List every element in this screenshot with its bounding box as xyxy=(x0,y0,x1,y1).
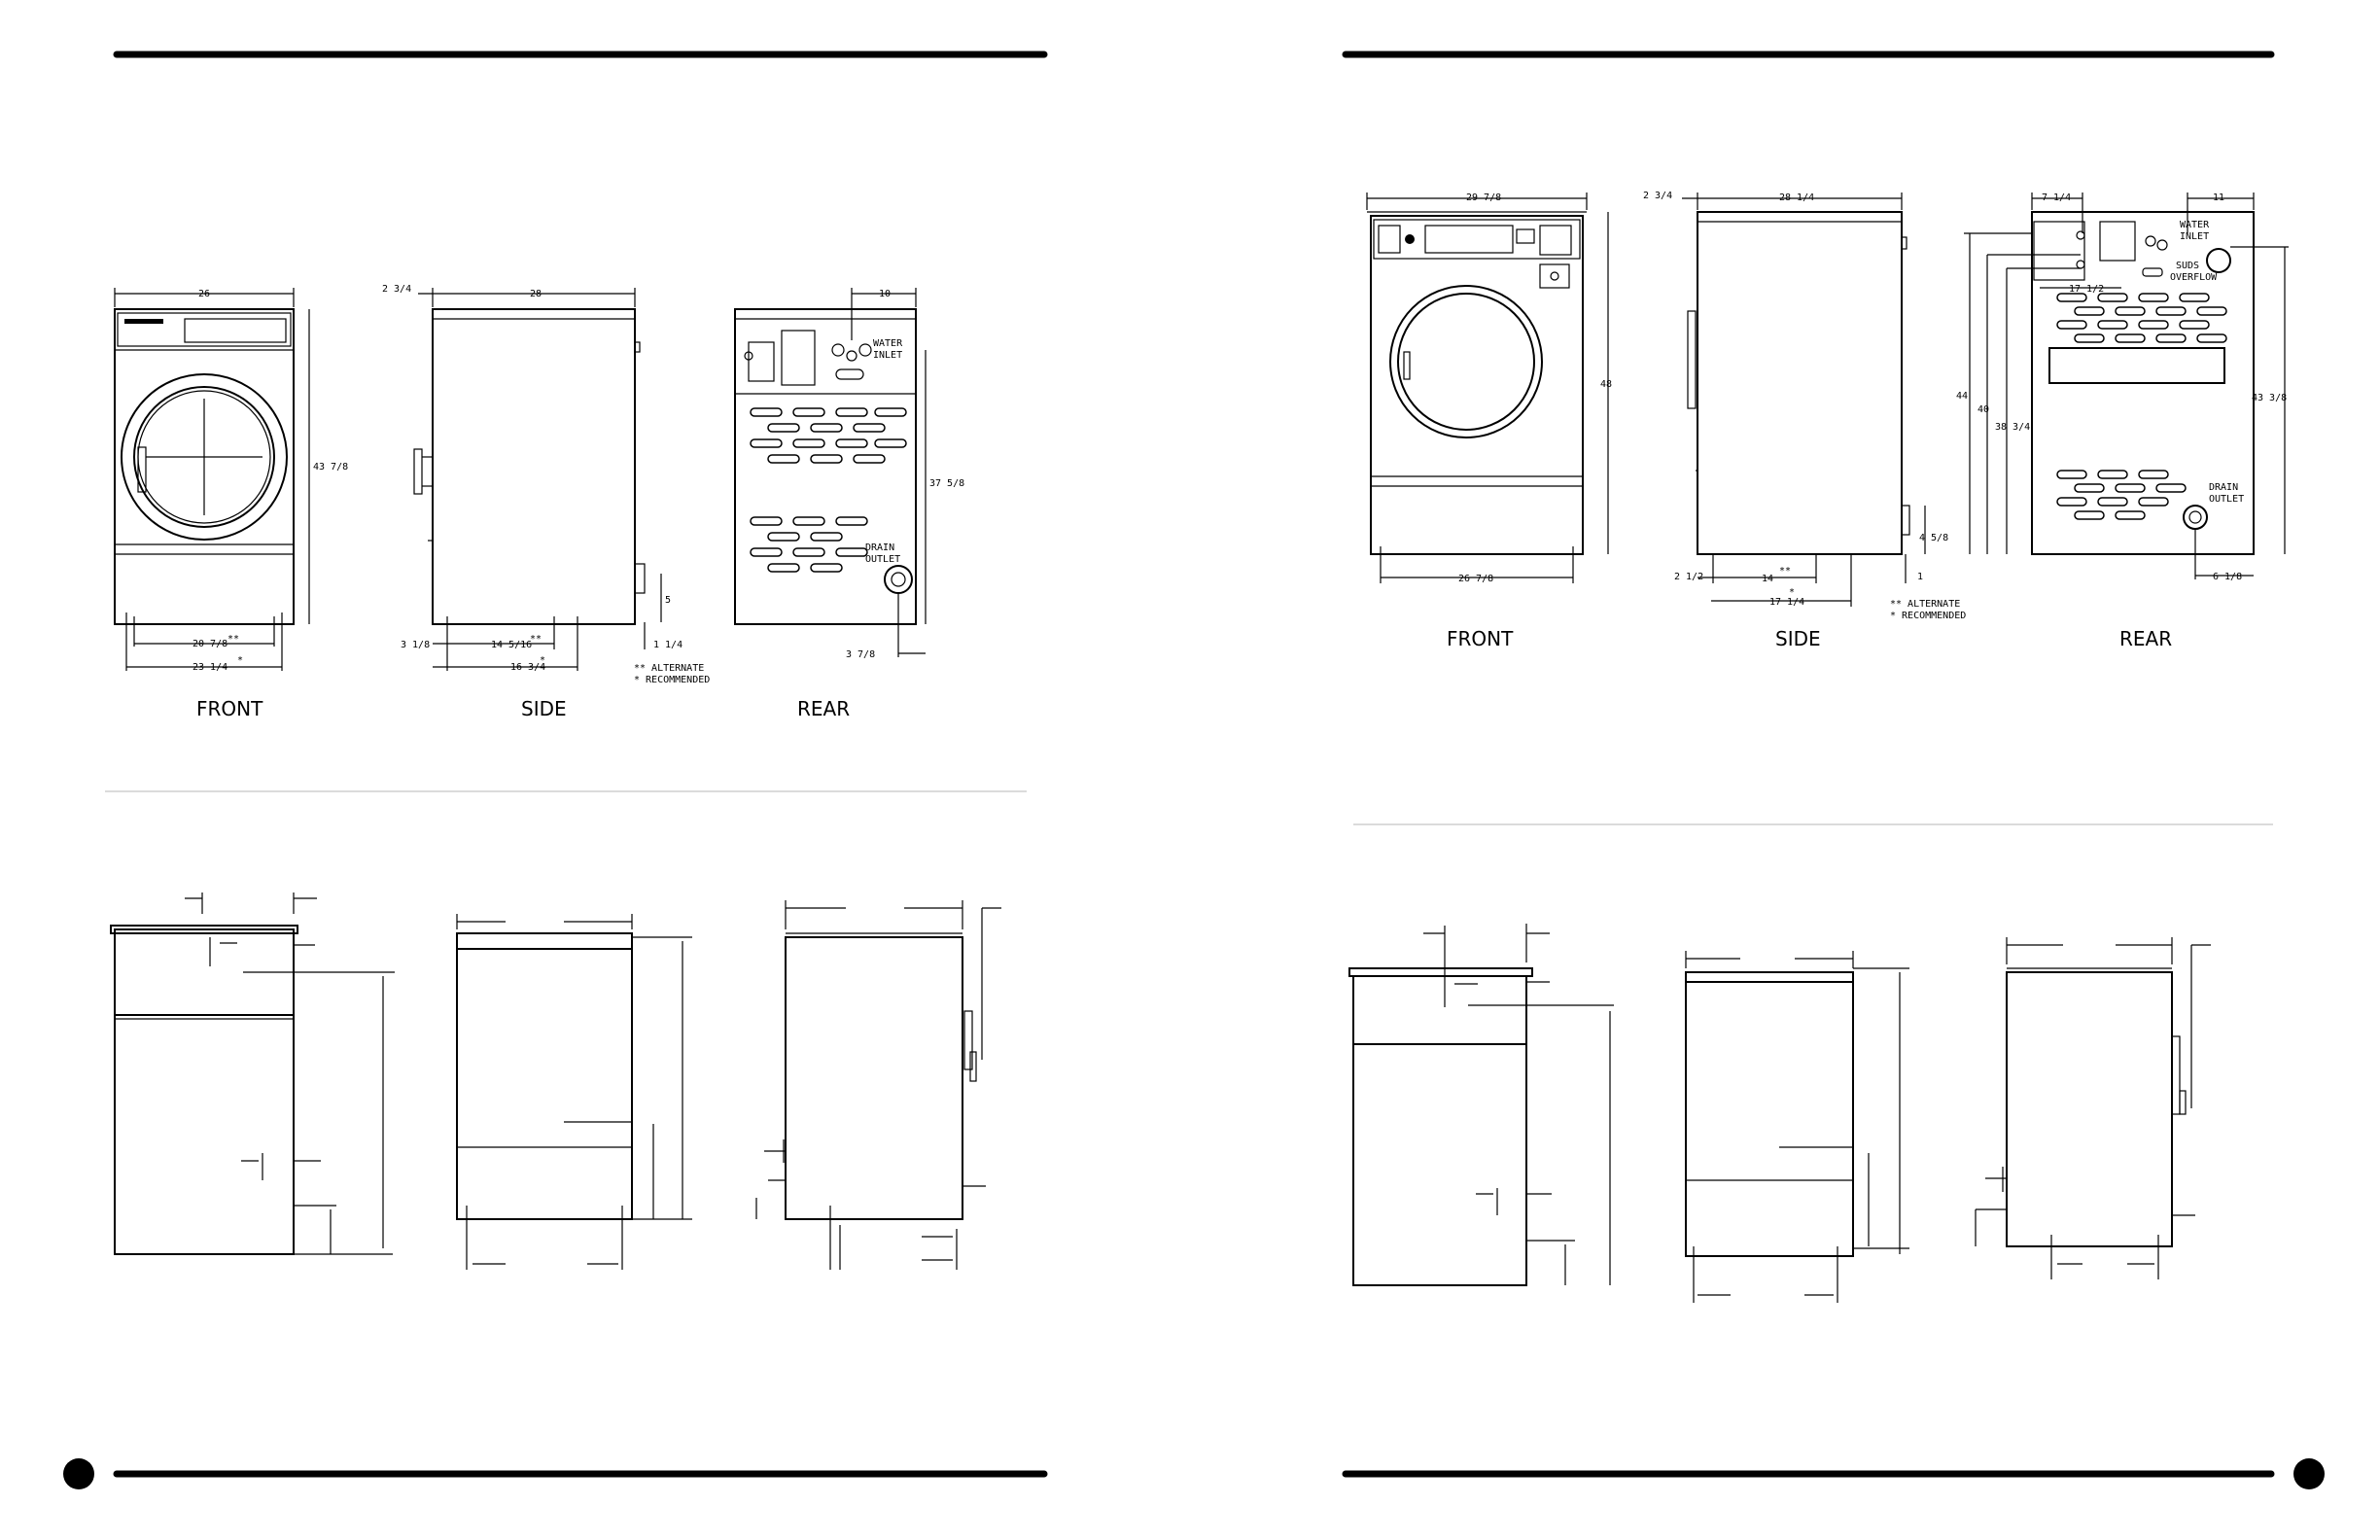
rear-dim-drain-offset: 3 7/8 xyxy=(846,649,875,660)
r-front-dim-base: 26 7/8 xyxy=(1458,574,1493,584)
legend-rec: * RECOMMENDED xyxy=(634,675,710,685)
right-side-view: 2 3/4 28 1/4 4 5/8 2 1/2 14 ** 17 1/4 * … xyxy=(1643,191,1966,621)
r-label-side: SIDE xyxy=(1775,627,1821,650)
r-legend-rec: * RECOMMENDED xyxy=(1890,611,1966,621)
svg-text:5: 5 xyxy=(665,595,671,606)
left-rear-vents-lower xyxy=(750,516,868,573)
label-rear: REAR xyxy=(797,697,850,720)
svg-text:OUTLET: OUTLET xyxy=(2209,494,2244,505)
right-rear-view: 7 1/4 11 WATER INLET SUDS OVERFLOW 17 1/… xyxy=(1956,192,2289,582)
svg-text:4 5/8: 4 5/8 xyxy=(1919,533,1948,543)
left-front-view: 26 43 7/8 20 7/8 ** 23 1/4 * xyxy=(114,288,348,673)
side-dim-alt: 14 5/16 xyxy=(491,640,532,650)
right-lower-stacked-front xyxy=(1348,924,1614,1286)
svg-text:INLET: INLET xyxy=(873,350,902,361)
svg-text:*: * xyxy=(540,655,545,666)
label-side: SIDE xyxy=(521,697,567,720)
svg-text:*: * xyxy=(237,655,243,666)
legend-alt: ** ALTERNATE xyxy=(634,663,704,674)
r-label-rear: REAR xyxy=(2119,627,2172,650)
r-front-dim-height: 48 xyxy=(1600,379,1612,390)
r-front-dim-width: 29 7/8 xyxy=(1466,192,1501,203)
r-rear-dim-43: 43 3/8 xyxy=(2252,393,2287,403)
svg-text:DRAIN: DRAIN xyxy=(865,542,894,553)
svg-text:WATER: WATER xyxy=(2180,220,2210,230)
r-side-dim-depth: 28 1/4 xyxy=(1779,192,1814,203)
r-rear-dim-right: 11 xyxy=(2213,192,2224,203)
r-side-dim-rec: 17 1/4 xyxy=(1769,597,1804,608)
r-side-dim-back: 1 xyxy=(1917,572,1923,582)
svg-text:**: ** xyxy=(228,634,239,645)
right-lower-stacked-rear xyxy=(1975,937,2211,1279)
r-rear-dim-left: 7 1/4 xyxy=(2042,192,2071,203)
r-side-dim-top-left: 2 3/4 xyxy=(1643,191,1672,201)
right-rear-vents-upper xyxy=(2056,293,2227,343)
side-dim-back: 1 1/4 xyxy=(653,640,682,650)
left-lower-stacked-side xyxy=(456,914,692,1270)
right-front-view: 29 7/8 48 26 7/8 xyxy=(1366,192,1612,584)
side-dim-foot: 3 1/8 xyxy=(401,640,430,650)
svg-text:OUTLET: OUTLET xyxy=(865,554,900,565)
svg-text:DRAIN: DRAIN xyxy=(2209,482,2238,493)
svg-text:INLET: INLET xyxy=(2180,231,2209,242)
side-dim-top-left: 2 3/4 xyxy=(382,284,411,295)
r-legend-alt: ** ALTERNATE xyxy=(1890,599,1960,610)
r-rear-dim-44: 44 xyxy=(1956,391,1968,402)
svg-text:*: * xyxy=(1789,587,1795,598)
right-lower-stacked-side xyxy=(1685,951,1909,1303)
svg-text:OVERFLOW: OVERFLOW xyxy=(2170,272,2218,283)
dim-base-2: 23 1/4 xyxy=(192,662,228,673)
left-page-bullet xyxy=(63,1458,94,1489)
left-rear-vents-upper xyxy=(750,407,907,464)
r-label-front: FRONT xyxy=(1447,627,1514,650)
dim-height: 43 7/8 xyxy=(313,462,348,472)
rear-dim-inlet-offset: 10 xyxy=(879,289,891,299)
side-dim-depth: 28 xyxy=(530,289,542,299)
side-dim-rec: 16 3/4 xyxy=(510,662,545,673)
left-rear-view: 10 WATER INLET 37 5/8 DRAIN OUTLET 3 7/8 xyxy=(734,288,964,660)
r-side-dim-foot: 2 1/2 xyxy=(1674,572,1703,582)
r-rear-dim-drain: 6 1/8 xyxy=(2213,572,2242,582)
svg-text:SUDS: SUDS xyxy=(2176,261,2199,271)
r-rear-dim-38: 38 3/4 xyxy=(1995,422,2030,433)
svg-text:**: ** xyxy=(530,634,542,645)
left-lower-stacked-front xyxy=(110,892,395,1255)
dim-base-1: 20 7/8 xyxy=(192,639,228,649)
left-lower-stacked-rear xyxy=(755,900,1001,1270)
label-front: FRONT xyxy=(196,697,263,720)
r-side-dim-alt: 14 xyxy=(1762,574,1773,584)
svg-text:**: ** xyxy=(1779,566,1791,577)
dim-width-top: 26 xyxy=(198,289,210,299)
left-side-view: 2 3/4 28 5 3 1/8 14 5/16 ** 16 3/4 * 1 1… xyxy=(382,284,710,685)
svg-text:WATER: WATER xyxy=(873,338,903,349)
r-rear-dim-mid: 17 1/2 xyxy=(2069,284,2104,295)
rear-dim-height: 37 5/8 xyxy=(929,478,964,489)
right-page-bullet xyxy=(2293,1458,2325,1489)
r-rear-dim-40: 40 xyxy=(1978,404,1989,415)
right-rear-vents-lower xyxy=(2056,470,2187,520)
